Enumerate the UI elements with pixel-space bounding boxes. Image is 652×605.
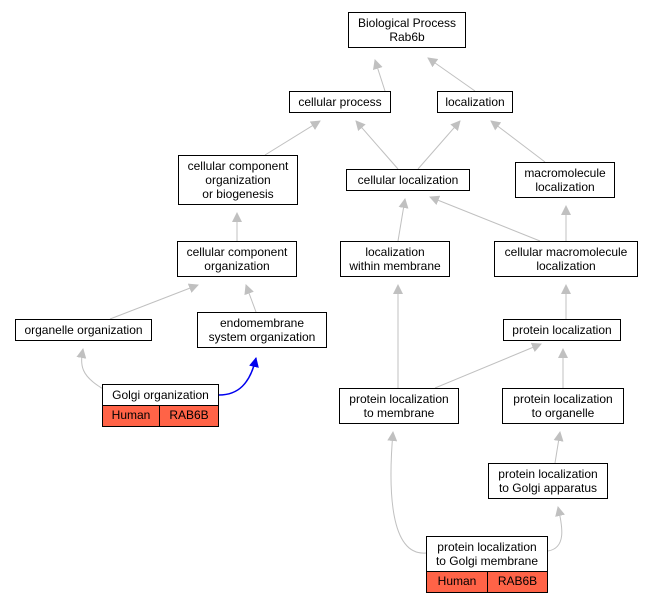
go-term-cellular-process[interactable]: cellular process	[289, 91, 391, 113]
term-label-line: organization	[205, 173, 271, 187]
gene-tag[interactable]: RAB6B	[488, 572, 548, 593]
edge-loc-within-membrane-to-cellular-localization	[397, 198, 409, 242]
term-label-line: organization	[204, 259, 270, 273]
term-label-line: cellular process	[298, 95, 382, 109]
term-label-line: protein localization	[437, 540, 537, 554]
edge-plgm-to-plm	[387, 431, 427, 554]
term-label-line: protein localization	[512, 323, 612, 337]
edge-cellular-localization-to-cellular-process	[355, 120, 399, 170]
term-label-line: localization	[536, 259, 596, 273]
term-label-line: protein localization	[498, 467, 598, 481]
edge-cellular-process-to-root	[373, 59, 386, 92]
go-term-golgi-organization[interactable]: Golgi organization	[102, 384, 219, 406]
edge-macromolecule-localization-to-localization	[490, 120, 546, 163]
term-label-line: protein localization	[349, 392, 449, 406]
edge-localization-to-root	[427, 57, 476, 92]
edge-plgm-to-plga	[547, 506, 565, 552]
term-label-line: to membrane	[363, 406, 435, 420]
term-label-line: organelle organization	[24, 323, 143, 337]
term-label-line: cellular macromolecule	[504, 245, 628, 259]
term-label-line: or biogenesis	[202, 187, 274, 201]
term-label-line: cellular component	[187, 159, 289, 173]
term-label-line: protein localization	[513, 392, 613, 406]
edge-plga-to-plo	[553, 431, 564, 464]
edge-ccob-to-cellular-process	[264, 120, 321, 156]
term-label-line: cellular component	[186, 245, 288, 259]
term-label-line: localization	[365, 245, 425, 259]
term-label-line: localization	[445, 95, 505, 109]
term-label-line: to Golgi membrane	[435, 554, 539, 568]
go-term-localization[interactable]: localization	[437, 91, 513, 113]
go-term-organelle-organization[interactable]: organelle organization	[15, 319, 152, 341]
edge-organelle-organization-to-cco	[109, 283, 199, 320]
species-tag[interactable]: Human	[426, 572, 488, 593]
term-label-line: localization	[535, 180, 595, 194]
term-label-line: to Golgi apparatus	[498, 481, 598, 495]
term-label-line: Biological Process	[357, 16, 457, 30]
term-label-line: within membrane	[349, 259, 441, 273]
term-label-line: macromolecule	[524, 166, 606, 180]
term-label-line: Rab6b	[389, 30, 425, 44]
term-label-line: cellular localization	[357, 173, 459, 187]
go-term-cellular-localization[interactable]: cellular localization	[346, 169, 470, 191]
term-label-line: endomembrane	[219, 316, 305, 330]
term-label-line: Golgi organization	[112, 388, 209, 402]
edge-cellular-macromolecule-localization-to-cellular-localization	[429, 195, 541, 242]
edge-golgi-organization-to-endomembrane	[218, 357, 259, 396]
edge-plm-to-protein-localization	[434, 342, 542, 389]
species-tag[interactable]: Human	[102, 406, 160, 427]
edge-cellular-localization-to-localization	[417, 120, 461, 170]
term-label-line: system organization	[208, 330, 316, 344]
term-label-line: to organelle	[531, 406, 595, 420]
go-term-protein-localization[interactable]: protein localization	[503, 319, 621, 341]
gene-tag[interactable]: RAB6B	[160, 406, 219, 427]
edge-endomembrane-to-cco	[244, 284, 257, 313]
edge-golgi-organization-to-organelle-organization	[76, 348, 106, 391]
